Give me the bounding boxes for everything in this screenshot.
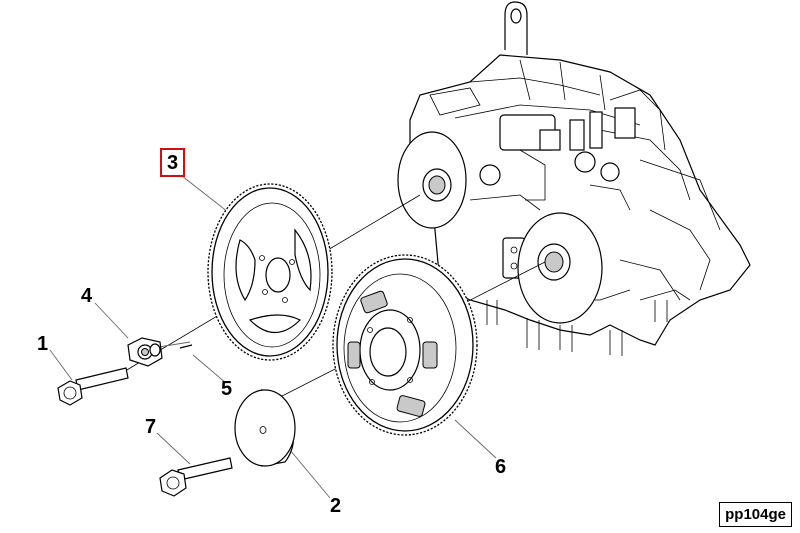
callout-1: 1 bbox=[37, 333, 49, 355]
damper-springs bbox=[347, 290, 438, 417]
callout-2: 2 bbox=[330, 495, 342, 517]
bolt-1 bbox=[57, 367, 129, 406]
diagram-reference-code: pp104ge bbox=[719, 502, 792, 527]
callout-6: 6 bbox=[495, 456, 507, 478]
engine-block bbox=[397, 1, 751, 356]
bolt-7 bbox=[159, 457, 233, 497]
callout-5: 5 bbox=[221, 378, 233, 400]
gear-3 bbox=[207, 183, 333, 361]
disc-2 bbox=[234, 388, 296, 467]
callout-4: 4 bbox=[81, 285, 93, 307]
retainer-4 bbox=[127, 337, 163, 367]
callout-3: 3 bbox=[160, 148, 186, 177]
leader-lines bbox=[49, 175, 497, 499]
gear-6 bbox=[332, 254, 478, 436]
pin-5 bbox=[179, 344, 193, 349]
callout-7: 7 bbox=[145, 416, 157, 438]
